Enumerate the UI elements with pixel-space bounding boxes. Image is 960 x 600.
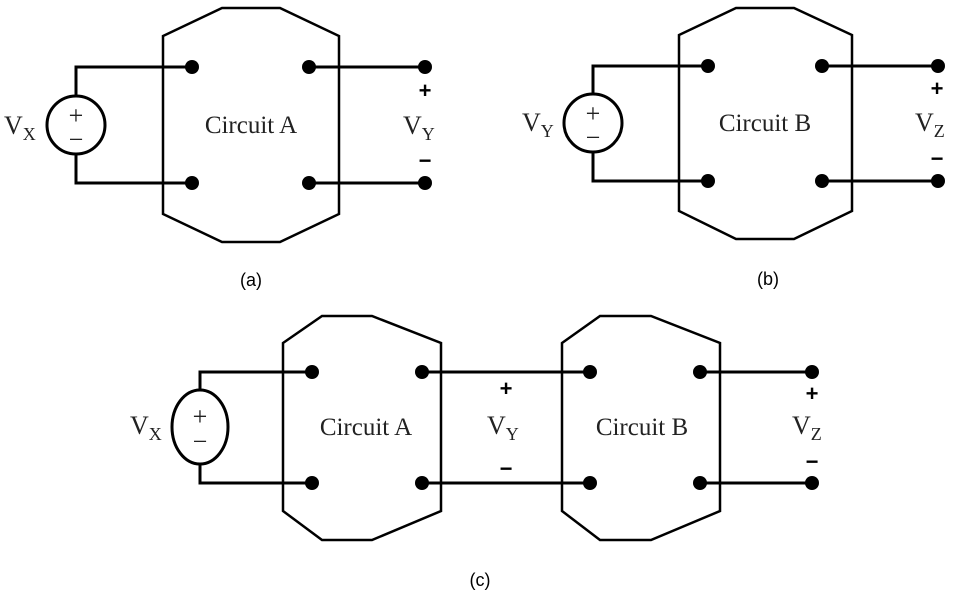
svg-text:−: −	[193, 427, 208, 456]
svg-text:−: −	[69, 125, 84, 154]
output-plus-sign: +	[806, 381, 819, 406]
terminal-dot	[418, 60, 432, 74]
terminal-dot	[931, 174, 945, 188]
output-minus-sign: −	[806, 449, 819, 474]
terminal-dot	[302, 176, 316, 190]
circuit-a-label: Circuit A	[205, 112, 297, 139]
terminal-dot	[815, 174, 829, 188]
source-bottom-wire	[74, 154, 192, 185]
terminal-dot	[305, 365, 319, 379]
circuit-a-block	[281, 314, 443, 542]
terminal-dot	[693, 365, 707, 379]
output-minus-sign: −	[419, 148, 432, 173]
circuit-b-block	[560, 314, 722, 542]
source-top-wire	[198, 370, 312, 390]
svg-text:+: +	[69, 101, 84, 130]
svg-text:+: +	[586, 99, 601, 128]
terminal-dot	[415, 476, 429, 490]
circuit-b-label: Circuit B	[596, 414, 688, 441]
voltage-source-icon: + −	[562, 92, 624, 154]
terminal-dot	[415, 365, 429, 379]
source-label: VY	[522, 108, 554, 141]
circuit-a-block	[161, 6, 341, 244]
panel-caption: (c)	[470, 570, 491, 590]
terminal-dot	[302, 60, 316, 74]
terminal-dot	[815, 59, 829, 73]
source-top-wire	[591, 64, 708, 94]
panel-b: Circuit B + − VY + VZ − (b)	[522, 6, 945, 289]
terminal-dot	[805, 365, 819, 379]
circuit-b-block	[677, 6, 854, 241]
terminal-dot	[583, 476, 597, 490]
panel-a: Circuit A + − VX + VY − (a)	[4, 6, 435, 290]
terminal-dot	[701, 174, 715, 188]
panel-caption: (b)	[757, 269, 779, 289]
voltage-source-icon: + −	[170, 388, 230, 466]
source-label: VX	[4, 111, 36, 144]
circuit-b-label: Circuit B	[719, 110, 811, 137]
terminal-dot	[305, 476, 319, 490]
voltage-source-icon: + −	[45, 94, 107, 156]
panel-caption: (a)	[240, 270, 262, 290]
output-minus-sign: −	[931, 146, 944, 171]
terminal-dot	[805, 476, 819, 490]
svg-text:−: −	[586, 123, 601, 152]
intermediate-plus-sign: +	[500, 376, 513, 401]
panel-c: Circuit A Circuit B + − VX +	[130, 314, 822, 590]
terminal-dot	[418, 176, 432, 190]
output-label: VZ	[792, 411, 822, 444]
output-plus-sign: +	[419, 78, 432, 103]
terminal-dot	[701, 59, 715, 73]
intermediate-label: VY	[487, 411, 519, 444]
source-bottom-wire	[591, 152, 708, 183]
intermediate-minus-sign: −	[500, 456, 513, 481]
terminal-dot	[583, 365, 597, 379]
circuit-a-label: Circuit A	[320, 414, 412, 441]
svg-text:+: +	[193, 402, 208, 431]
output-label: VY	[403, 111, 435, 144]
terminal-dot	[185, 60, 199, 74]
output-plus-sign: +	[931, 76, 944, 101]
terminal-dot	[931, 59, 945, 73]
terminal-dot	[693, 476, 707, 490]
source-label: VX	[130, 411, 162, 444]
source-top-wire	[74, 65, 192, 96]
output-label: VZ	[915, 108, 945, 141]
terminal-dot	[185, 176, 199, 190]
source-bottom-wire	[198, 464, 312, 485]
